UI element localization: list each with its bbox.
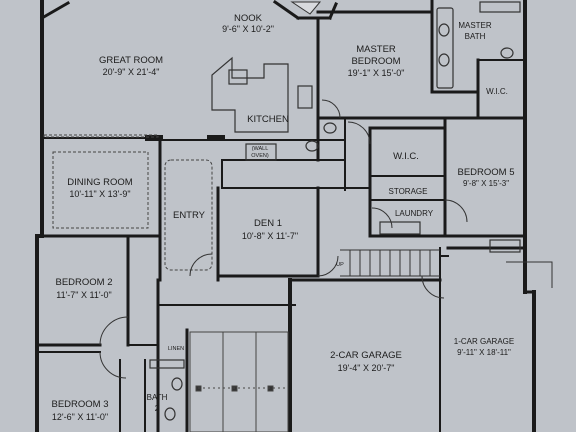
label-bath2-line1: BATH	[147, 393, 168, 402]
kitchen-counters	[211, 56, 313, 161]
label-den1: DEN 1	[254, 218, 282, 229]
label-bath2-line2: 2	[155, 404, 160, 413]
ceiling-outlines	[43, 134, 213, 271]
dims-den1: 10'-8" X 11'-7"	[242, 231, 298, 241]
label-garage2: 2-CAR GARAGE	[330, 350, 402, 361]
sink-icon	[438, 23, 450, 37]
label-master-bedroom-line2: BEDROOM	[351, 56, 400, 67]
toilet-icon	[500, 47, 514, 59]
door-swing	[321, 99, 341, 119]
range-cooktop	[297, 85, 313, 109]
master-bath-vanity	[436, 7, 454, 89]
label-great-room: GREAT ROOM	[99, 55, 163, 66]
label-wall-oven-line1: (WALL	[252, 146, 269, 152]
wall-oven	[245, 143, 277, 161]
door-swing	[99, 351, 127, 379]
label-nook: NOOK	[234, 13, 263, 24]
dims-master-bedroom: 19'-1" X 15'-0"	[348, 68, 405, 78]
dims-bedroom2: 11'-7" X 11'-0"	[56, 290, 112, 300]
door-swing	[444, 199, 468, 223]
dims-bedroom5: 9'-8" X 15'-3"	[463, 179, 509, 188]
label-kitchen: KITCHEN	[247, 114, 289, 125]
walls	[35, 0, 536, 432]
label-bedroom2: BEDROOM 2	[55, 277, 112, 288]
label-bedroom5: BEDROOM 5	[457, 167, 514, 178]
bath2-tub	[149, 359, 185, 369]
label-laundry: LAUNDRY	[395, 209, 434, 218]
label-master-bath-line2: BATH	[465, 32, 486, 41]
label-master-wic: W.I.C.	[486, 87, 508, 96]
door-swing	[189, 253, 213, 277]
door-swing	[347, 121, 371, 145]
toilet-icon	[164, 407, 176, 421]
label-entry: ENTRY	[173, 210, 206, 221]
dims-bedroom3: 12'-6" X 11'-0"	[52, 412, 108, 422]
door-swing	[317, 255, 339, 277]
label-storage: STORAGE	[389, 187, 428, 196]
label-stair-up: UP	[336, 262, 344, 268]
stairs	[340, 249, 440, 277]
dims-garage1: 9'-11" X 18'-11"	[457, 348, 511, 357]
door-swing	[421, 275, 445, 299]
label-linen: LINEN	[168, 346, 184, 352]
dining-tray-outline	[52, 151, 149, 229]
garage-sink	[489, 239, 521, 253]
garage-door-tracks	[189, 331, 289, 432]
door-swing	[371, 207, 393, 229]
toilet-icon	[323, 122, 337, 134]
kitchen-sink	[228, 69, 248, 85]
dims-garage2: 19'-4" X 20'-7"	[338, 363, 395, 373]
toilet-icon	[305, 140, 319, 152]
dims-great-room: 20'-9" X 21'-4"	[103, 67, 160, 77]
master-tub	[479, 1, 521, 13]
sink-icon	[171, 377, 183, 391]
entry-outline	[164, 159, 213, 271]
wall-nook-bay	[272, 0, 301, 21]
bay-window	[290, 1, 322, 15]
dims-dining-room: 10'-11" X 13'-9"	[69, 189, 130, 199]
laundry-counter	[379, 221, 421, 235]
label-wic: W.I.C.	[393, 151, 419, 162]
label-bedroom3: BEDROOM 3	[51, 399, 108, 410]
kitchen-island	[211, 56, 289, 133]
room-labels: NOOK 9'-6" X 10'-2" GREAT ROOM 20'-9" X …	[51, 13, 514, 422]
doors	[99, 1, 553, 379]
label-master-bath-line1: MASTER	[458, 21, 492, 30]
bath-fixtures	[149, 1, 521, 421]
door-swing	[506, 261, 553, 288]
sink-icon	[438, 53, 450, 67]
label-dining-room: DINING ROOM	[67, 177, 133, 188]
door-swing	[99, 316, 129, 346]
label-wall-oven-line2: OVEN)	[251, 153, 269, 159]
label-garage1: 1-CAR GARAGE	[454, 337, 514, 346]
dims-nook: 9'-6" X 10'-2"	[222, 24, 274, 34]
label-master-bedroom-line1: MASTER	[356, 44, 396, 55]
